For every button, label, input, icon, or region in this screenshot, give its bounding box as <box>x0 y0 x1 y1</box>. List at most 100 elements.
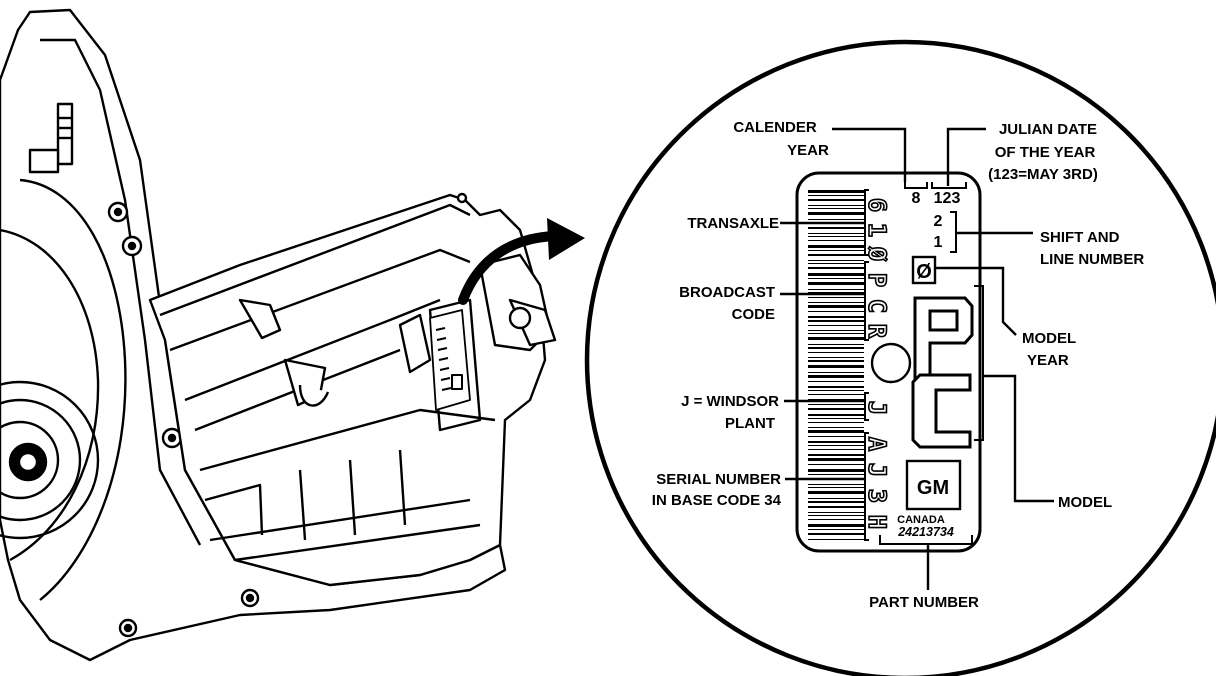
barcode-bar <box>808 305 864 308</box>
callout-model: MODEL <box>1058 494 1112 511</box>
callout-julian-date: JULIAN DATE OF THE YEAR (123=MAY 3RD) <box>988 121 1098 183</box>
barcode-bar <box>808 212 864 215</box>
barcode <box>808 190 864 540</box>
svg-text:PART NUMBER: PART NUMBER <box>869 594 979 611</box>
barcode-bar <box>808 454 864 456</box>
leader-lines <box>780 127 1054 590</box>
barcode-bar <box>808 524 864 527</box>
barcode-bar <box>808 208 864 209</box>
svg-text:OF THE YEAR: OF THE YEAR <box>995 144 1096 161</box>
barcode-bar <box>808 260 864 261</box>
barcode-bar <box>808 386 864 388</box>
barcode-bar <box>808 408 864 410</box>
broadcast-code-char: P <box>863 273 891 287</box>
barcode-bar <box>808 484 864 485</box>
barcode-bar <box>808 469 864 472</box>
barcode-bar <box>808 347 864 349</box>
barcode-bar <box>808 498 864 499</box>
barcode-bar <box>808 240 864 241</box>
barcode-bar <box>808 333 864 334</box>
barcode-bar <box>808 464 864 465</box>
barcode-bar <box>808 414 864 416</box>
svg-text:SERIAL NUMBER: SERIAL NUMBER <box>656 471 781 488</box>
svg-text:J = WINDSOR: J = WINDSOR <box>681 393 779 410</box>
barcode-bar <box>808 273 864 276</box>
shift-number: 2 <box>934 213 943 230</box>
barcode-bar <box>808 436 864 437</box>
svg-text:BROADCAST: BROADCAST <box>679 284 775 301</box>
callout-model-year: MODEL YEAR <box>1022 330 1076 369</box>
zoom-arrow <box>458 218 585 305</box>
broadcast-code-char: C <box>863 299 891 313</box>
barcode-bar <box>808 449 864 450</box>
barcode-bar <box>808 512 864 513</box>
barcode-bar <box>808 325 864 326</box>
transaxle-code-char: 1 <box>863 223 891 237</box>
barcode-bar <box>808 539 864 540</box>
barcode-bar <box>808 487 864 488</box>
model-year-char: Ø <box>916 261 932 283</box>
barcode-bar <box>808 381 864 382</box>
julian-date-digits: 123 <box>934 190 961 207</box>
svg-text:MODEL: MODEL <box>1022 330 1076 347</box>
barcode-bar <box>808 474 864 475</box>
barcode-bar <box>808 394 864 395</box>
callout-serial-number: SERIAL NUMBER IN BASE CODE 34 <box>652 471 782 509</box>
plate-part-number: 24213734 <box>897 525 954 539</box>
svg-text:JULIAN DATE: JULIAN DATE <box>999 121 1097 138</box>
svg-text:IN BASE CODE 34: IN BASE CODE 34 <box>652 492 782 509</box>
line-number: 1 <box>934 234 943 251</box>
callout-shift-line: SHIFT AND LINE NUMBER <box>1040 229 1144 268</box>
barcode-bar <box>808 445 864 446</box>
svg-text:YEAR: YEAR <box>787 142 829 159</box>
plant-code-char: J <box>863 401 891 415</box>
barcode-bar <box>808 427 864 428</box>
barcode-bar <box>808 236 864 237</box>
barcode-bar <box>808 506 864 508</box>
barcode-bar <box>808 320 864 322</box>
svg-text:(123=MAY 3RD): (123=MAY 3RD) <box>988 166 1098 183</box>
svg-text:TRANSAXLE: TRANSAXLE <box>687 215 779 232</box>
serial-code-char: H <box>863 515 891 529</box>
barcode-bar <box>808 357 864 358</box>
svg-text:PLANT: PLANT <box>725 415 775 432</box>
barcode-bar <box>808 195 864 196</box>
transaxle-drawing <box>0 8 557 662</box>
barcode-bar <box>808 515 864 516</box>
serial-code-char: 3 <box>863 489 891 503</box>
barcode-bar <box>808 352 864 353</box>
serial-code-char: A <box>863 437 891 452</box>
svg-text:LINE NUMBER: LINE NUMBER <box>1040 251 1144 268</box>
svg-text:YEAR: YEAR <box>1027 352 1069 369</box>
barcode-bar <box>808 533 864 535</box>
model-letter-c <box>911 373 972 449</box>
barcode-bar <box>808 519 864 520</box>
barcode-bar <box>808 205 864 206</box>
barcode-bar <box>808 337 864 340</box>
barcode-bar <box>808 418 864 419</box>
barcode-bar <box>808 289 864 290</box>
country-label: CANADA <box>897 514 945 526</box>
barcode-bar <box>808 278 864 279</box>
barcode-bar <box>808 430 864 433</box>
svg-text:CALENDER: CALENDER <box>733 119 817 136</box>
svg-text:SHIFT AND: SHIFT AND <box>1040 229 1120 246</box>
barcode-bar <box>808 529 864 530</box>
barcode-bar <box>808 263 864 264</box>
barcode-bar <box>808 501 864 503</box>
barcode-bar <box>808 254 864 256</box>
barcode-bar <box>808 227 864 229</box>
barcode-bar <box>808 491 864 494</box>
gm-logo: GM <box>917 477 949 499</box>
barcode-bar <box>808 404 864 405</box>
barcode-bar <box>808 267 864 269</box>
barcode-bar <box>808 422 864 423</box>
barcode-bar <box>808 297 864 298</box>
barcode-bar <box>808 344 864 345</box>
barcode-bar <box>808 375 864 378</box>
svg-text:MODEL: MODEL <box>1058 494 1112 511</box>
barcode-bar <box>808 219 864 220</box>
barcode-bar <box>808 441 864 443</box>
barcode-bar <box>808 199 864 201</box>
